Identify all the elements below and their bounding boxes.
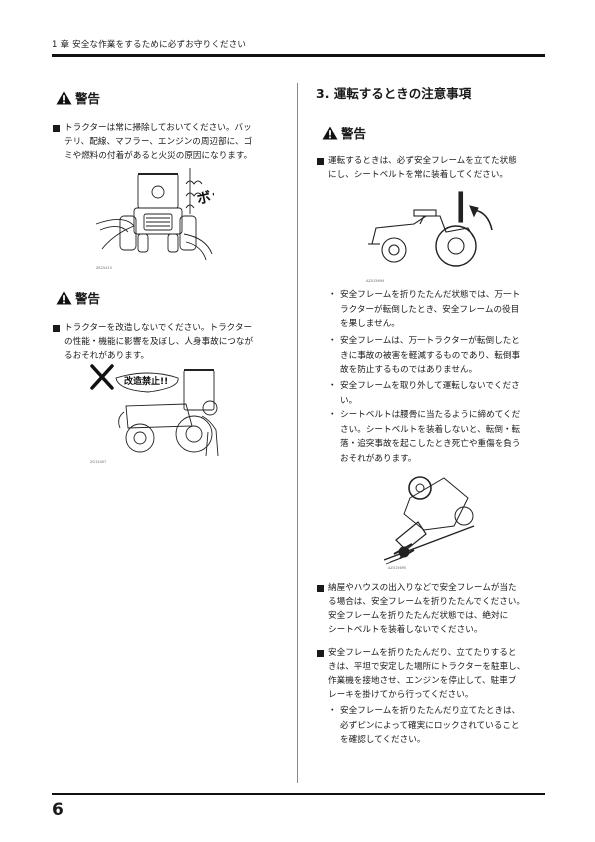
- sub-note-2: ・ 安全フレームは、万一トラクターが転倒したと きに事故の被害を軽減するものであ…: [328, 336, 521, 376]
- barn-entry-text: 納屋やハウスの出入りなどで安全フレームが当た る場合は、安全フレームを折りたたん…: [317, 581, 525, 637]
- square-bullet-icon: [317, 157, 324, 165]
- figure-code: AZ015695: [388, 566, 407, 570]
- warning1-text: トラクターは常に掃除しておいてください。バッ テリ、配線、マフラー、エンジンの周…: [53, 121, 252, 163]
- tractor-rops-illustration: [368, 191, 493, 267]
- sub-note-5: ・ 安全フレームを折りたたんだり立てたときは、 必ずピンによって確実にロックされ…: [328, 706, 521, 746]
- warning2-text: トラクターを改造しないでください。トラクター の性能・機能に影響を及ぼし、人身事…: [53, 321, 253, 363]
- tractor-fire-illustration: ボッ: [95, 168, 214, 261]
- figure-code: ZG15407: [90, 460, 107, 464]
- sub-note-4: ・ シートベルトは腰骨に当たるように締めてくだ さい。シートベルトを装着しないと…: [328, 410, 521, 464]
- square-bullet-icon: [317, 584, 324, 592]
- square-bullet-icon: [53, 124, 60, 132]
- folding-procedure-text: 安全フレームを折りたたんだり、立てたりすると きは、平坦で安定した場所にトラクタ…: [317, 646, 525, 702]
- warning-heading-3: 警告: [322, 123, 366, 142]
- chapter-header: 1 章 安全な作業をするために必ずお守りください: [52, 40, 247, 50]
- sub-note-1: ・ 安全フレームを折りたたんだ状態では、万一ト ラクターが転倒したとき、安全フレ…: [328, 290, 521, 330]
- page-number: 6: [52, 800, 64, 820]
- sound-effect-text: ボッ: [196, 186, 214, 207]
- figure-code: AZ015694: [366, 279, 385, 283]
- prohibited-x-icon: [90, 364, 114, 390]
- warning-triangle-icon: [56, 91, 72, 104]
- overturn-illustration: [384, 476, 475, 565]
- no-modification-sign-text: 改造禁止!!: [124, 375, 168, 387]
- square-bullet-icon: [53, 324, 60, 332]
- sub-note-3: ・ 安全フレームを取り外して運転しないでくださ い。: [328, 381, 520, 406]
- warning-triangle-icon: [322, 126, 338, 139]
- warning-title: 警告: [75, 291, 101, 306]
- footer-rule: [52, 793, 545, 795]
- column-divider: [297, 83, 298, 783]
- warning-heading-1: 警告: [56, 88, 100, 107]
- rops-upright-text: 運転するときは、必ず安全フレームを立てた状態 にし、シートベルトを常に装着してく…: [317, 154, 517, 182]
- warning-heading-2: 警告: [56, 288, 100, 307]
- warning-title: 警告: [341, 126, 367, 141]
- warning-title: 警告: [75, 91, 101, 106]
- square-bullet-icon: [317, 649, 324, 657]
- figure-code: ZK15413: [96, 266, 112, 270]
- header-rule: [52, 54, 545, 57]
- warning-triangle-icon: [56, 291, 72, 304]
- no-modification-illustration: 改造禁止!!: [90, 364, 219, 457]
- section-title: 3. 運転するときの注意事項: [316, 86, 472, 101]
